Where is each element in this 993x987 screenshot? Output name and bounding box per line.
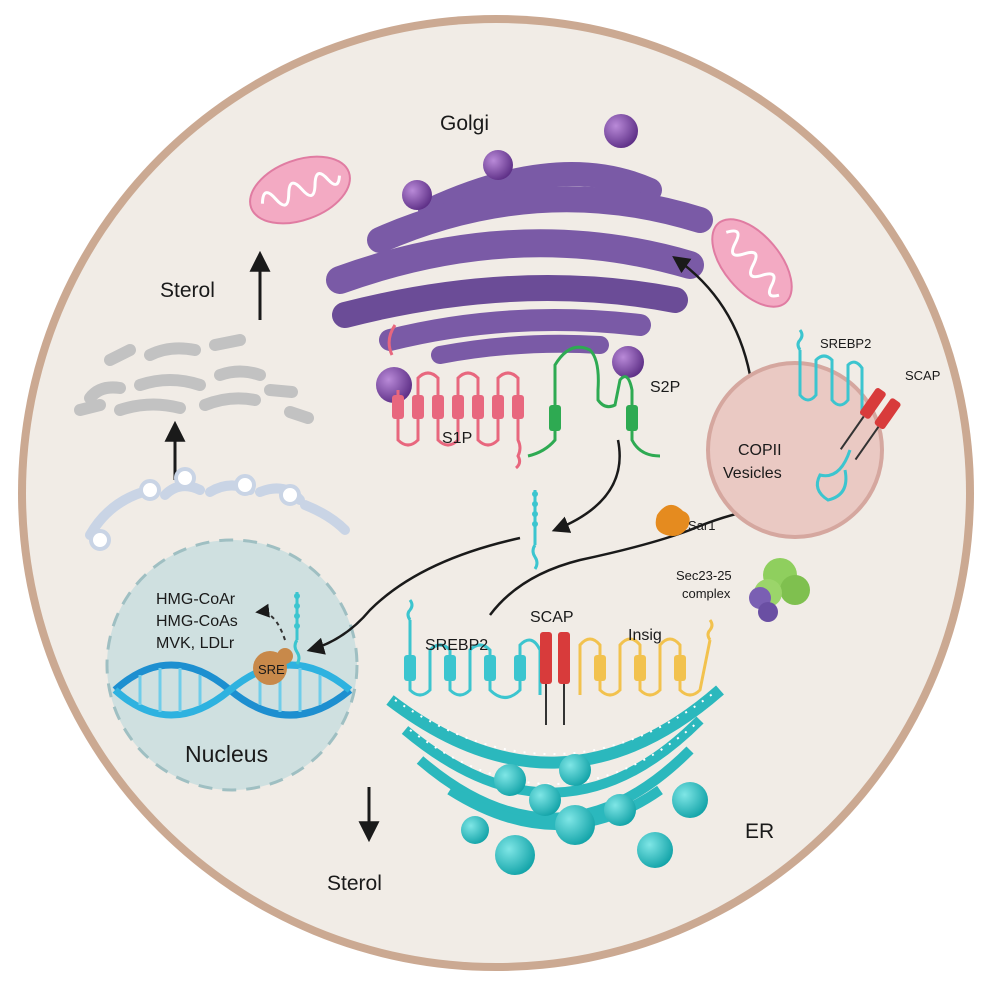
golgi-label: Golgi	[440, 112, 489, 135]
nucleus-label: Nucleus	[185, 741, 268, 767]
srebp2-nuclear-fragment	[293, 592, 301, 665]
arrow-icon	[551, 439, 621, 533]
sre-element	[253, 648, 293, 685]
nucleus-icon	[85, 467, 359, 792]
insig-label: Insig	[628, 627, 662, 644]
srebp2-vesicle-label: SREBP2	[820, 336, 871, 351]
srebp2-er-protein	[404, 599, 542, 699]
sterol-top-label: Sterol	[160, 279, 215, 302]
scap-vesicle-protein	[839, 388, 901, 461]
scap-vesicle-label: SCAP	[905, 368, 940, 383]
sec-label-line2: complex	[682, 586, 731, 601]
srebp2-vesicle-protein	[796, 329, 864, 502]
copii-label-line2: Vesicles	[723, 465, 782, 482]
arrow-icon	[672, 255, 752, 376]
s2p-protein	[527, 345, 661, 458]
srebp2-er-label: SREBP2	[425, 637, 488, 654]
scap-er-label: SCAP	[530, 609, 574, 626]
gene-label-1: HMG-CoAr	[156, 591, 236, 608]
sec23-25-complex	[749, 558, 810, 622]
vesicle-icon	[706, 361, 884, 539]
arrow-icon	[489, 503, 759, 616]
er-icon	[386, 685, 724, 875]
arrow-icon	[306, 536, 521, 655]
s1p-protein	[387, 324, 524, 470]
s1p-label: S1P	[442, 430, 472, 447]
mitochondrion-icon	[711, 218, 793, 308]
sterol-bottom-label: Sterol	[327, 872, 382, 895]
gene-label-3: MVK, LDLr	[156, 635, 235, 652]
sre-label: SRE	[258, 662, 285, 677]
insig-er-protein	[578, 619, 714, 697]
fragmented-membranes	[74, 334, 314, 424]
sec-label-line1: Sec23-25	[676, 568, 732, 583]
sar1-protein	[655, 504, 690, 536]
s2p-label: S2P	[650, 379, 680, 396]
sar1-label: Sar1	[688, 518, 715, 533]
srebp2-free-fragment	[531, 490, 539, 570]
gene-label-2: HMG-CoAs	[156, 613, 238, 630]
er-label: ER	[745, 820, 774, 843]
copii-label-line1: COPII	[738, 442, 782, 459]
dna-helix-icon	[112, 661, 353, 719]
mitochondrion-icon	[249, 155, 351, 225]
scap-er-protein	[540, 632, 570, 725]
golgi-icon	[326, 114, 713, 403]
arrow-icon	[255, 603, 286, 641]
